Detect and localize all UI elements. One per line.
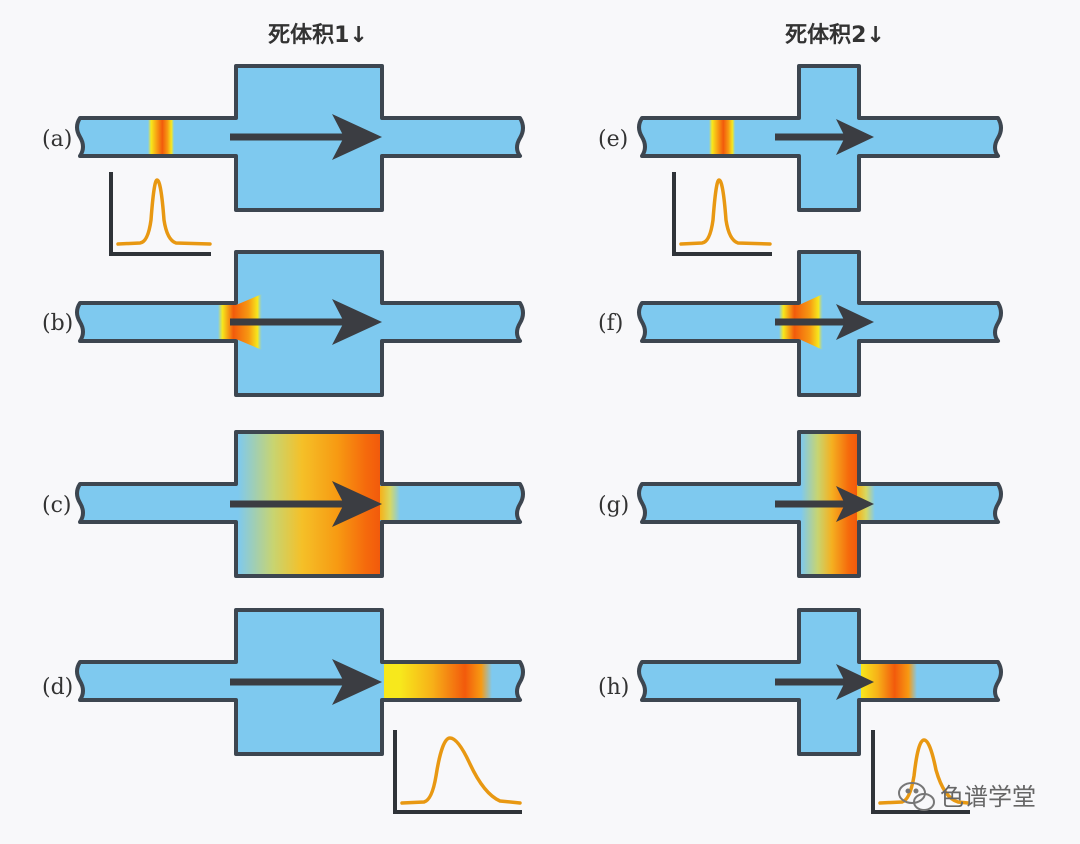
flow-arrowhead <box>836 664 874 700</box>
flow-arrowhead <box>332 481 382 527</box>
panel-c: (c) <box>42 430 525 578</box>
flow-arrowhead <box>332 659 382 705</box>
title-dead-volume-1: 死体积1↓ <box>268 23 368 48</box>
analyte-band <box>384 664 492 698</box>
watermark: 色谱学堂 <box>898 782 1036 811</box>
panel-a: (a) <box>42 64 525 256</box>
panel-f: (f) <box>598 250 1003 397</box>
wechat-icon <box>898 782 935 811</box>
panel-label: (d) <box>42 675 73 700</box>
analyte-band <box>148 120 174 154</box>
peak-inset <box>672 172 772 256</box>
panel-label: (h) <box>598 675 629 700</box>
panel-label: (a) <box>42 127 72 152</box>
analyte-band <box>709 120 735 154</box>
flow-arrowhead <box>332 114 382 160</box>
panel-b: (b) <box>42 250 525 397</box>
flow-arrowhead <box>836 304 874 340</box>
panel-g: (g) <box>598 430 1003 578</box>
panel-e: (e) <box>598 64 1003 256</box>
peak-inset <box>393 730 522 814</box>
panel-label: (f) <box>598 311 623 336</box>
panel-label: (c) <box>42 493 72 518</box>
panel-label: (g) <box>598 493 629 518</box>
title-dead-volume-2: 死体积2↓ <box>785 23 885 48</box>
panel-label: (b) <box>42 311 73 336</box>
watermark-text: 色谱学堂 <box>940 783 1036 811</box>
peak-inset <box>109 172 212 256</box>
panel-h: (h) <box>598 608 1003 814</box>
flow-arrowhead <box>836 119 874 155</box>
flow-arrowhead <box>836 486 874 522</box>
panel-d: (d) <box>42 608 525 814</box>
flow-arrowhead <box>332 299 382 345</box>
analyte-leak <box>380 486 400 520</box>
panel-label: (e) <box>598 127 628 152</box>
